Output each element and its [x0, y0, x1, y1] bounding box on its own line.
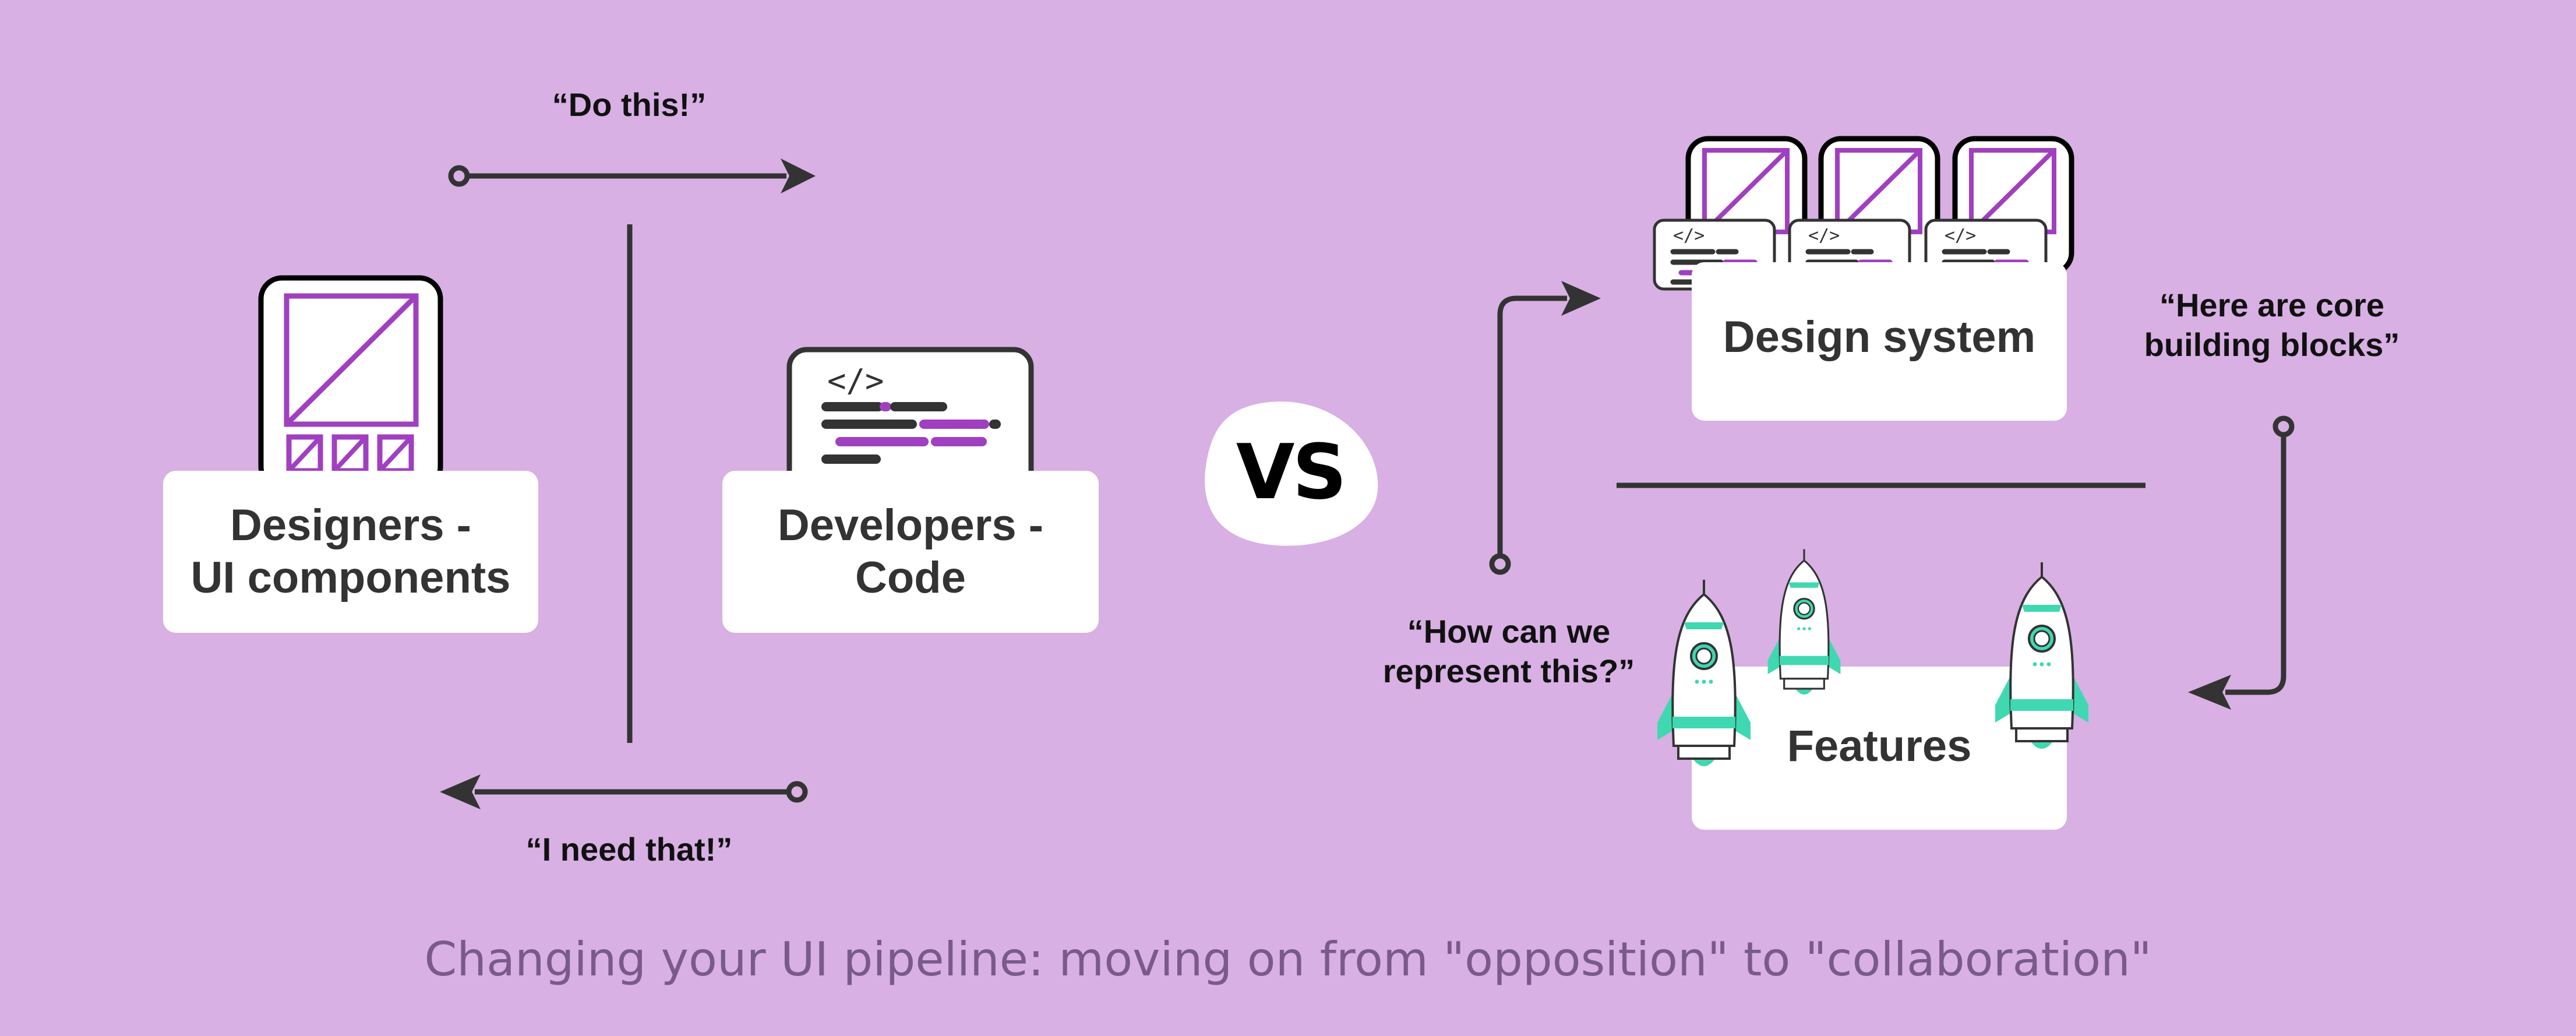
- caption: Changing your UI pipeline: moving on fro…: [424, 932, 2152, 986]
- svg-text:</>: </>: [827, 362, 884, 399]
- represent-arrow-icon: [1489, 281, 1601, 575]
- features-card: Features: [1692, 667, 2067, 830]
- design-system-card: Design system: [1692, 262, 2067, 421]
- features-label: Features: [1787, 721, 1972, 771]
- vs-blob: [1205, 401, 1378, 546]
- developers-label-line-2: Code: [855, 553, 966, 602]
- developers-card: Developers - Code: [722, 471, 1099, 633]
- design-system-label: Design system: [1723, 312, 2036, 362]
- quote-represent-line-2: represent this?”: [1382, 653, 1635, 689]
- quote-do-this: “Do this!”: [552, 86, 707, 123]
- quote-i-need-that: “I need that!”: [525, 831, 733, 868]
- quote-represent-line-1: “How can we: [1407, 613, 1611, 650]
- designers-label: Designers -: [230, 501, 471, 550]
- quote-core-blocks-line-2: building blocks”: [2144, 326, 2400, 363]
- developers-label: Developers -: [777, 501, 1044, 550]
- do-this-arrow-icon: [448, 158, 816, 193]
- wireframe-icon: [258, 275, 443, 491]
- i-need-that-arrow-icon: [440, 774, 808, 809]
- quote-core-blocks: “Here are core building blocks”: [2109, 286, 2435, 365]
- svg-text:</>: </>: [1945, 225, 1976, 246]
- svg-text:</>: </>: [1808, 225, 1840, 246]
- vs-badge: VS: [1203, 402, 1378, 542]
- quote-represent: “How can we represent this?”: [1351, 612, 1666, 691]
- code-icon: </>: [786, 347, 1034, 491]
- designers-label-line-2: UI components: [190, 553, 511, 602]
- quote-core-blocks-line-1: “Here are core: [2159, 287, 2384, 323]
- vs-label: VS: [1236, 428, 1347, 516]
- core-blocks-arrow-icon: [2188, 415, 2295, 710]
- designers-card: Designers - UI components: [163, 471, 538, 633]
- svg-text:</>: </>: [1673, 225, 1705, 246]
